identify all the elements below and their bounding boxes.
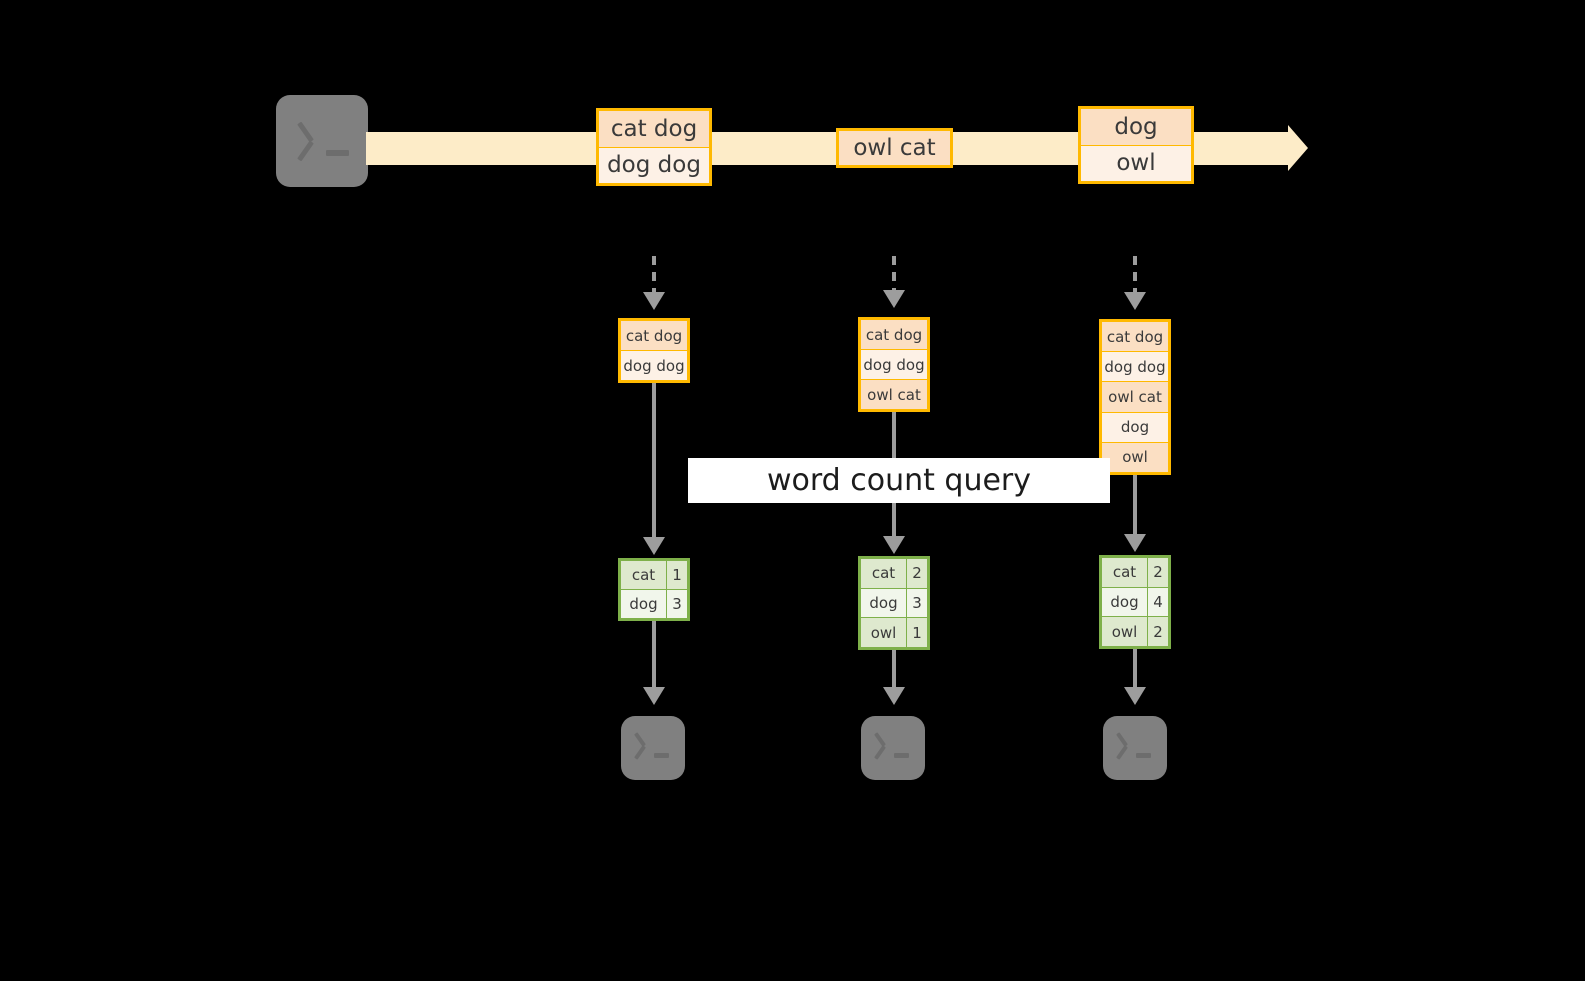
result-count: 1 [907,618,927,648]
stage-1-to-result-connector [652,383,656,543]
result-count: 4 [1148,587,1168,617]
buffer-record: owl [1102,441,1168,473]
buffer-record: owl cat [1102,381,1168,412]
result-word: cat [1102,558,1148,587]
terminal-prompt-glyph [861,716,925,780]
stage-3-input-dashed-arrow-icon [1133,256,1137,294]
stream-record-group-3: dog owl [1078,106,1194,184]
result-row: owl 2 [1102,616,1168,647]
source-terminal-icon [267,86,377,196]
result-word: owl [861,618,907,648]
stage-3-result-table: cat 2 dog 4 owl 2 [1099,555,1171,649]
result-word: owl [1102,617,1148,647]
stage-2-buffer: cat dog dog dog owl cat [858,317,930,412]
stage-2-sink-terminal-icon [852,707,934,789]
stage-1-buffer: cat dog dog dog [618,318,690,383]
stage-2-to-sink-connector [892,650,896,694]
buffer-record: cat dog [621,321,687,350]
stage-2-to-sink-arrowhead-icon [883,687,905,705]
stream-record: dog [1081,109,1191,145]
stream-record-group-2: owl cat [836,128,953,168]
result-word: cat [621,561,667,589]
stage-1-result-table: cat 1 dog 3 [618,558,690,621]
result-row: cat 1 [621,561,687,589]
result-word: cat [861,559,907,588]
result-row: cat 2 [1102,558,1168,587]
result-count: 3 [907,588,927,618]
stage-3-to-result-connector [1133,475,1137,543]
stage-3-sink-terminal-icon [1094,707,1176,789]
stage-1-sink-terminal-icon [612,707,694,789]
result-row: dog 3 [621,589,687,618]
stream-record: owl cat [839,131,950,165]
result-count: 3 [667,590,687,618]
buffer-record: cat dog [861,320,927,349]
terminal-prompt-glyph [1103,716,1167,780]
result-row: cat 2 [861,559,927,588]
result-count: 1 [667,561,687,589]
stage-2-input-dashed-arrow-icon [892,256,896,294]
result-word: dog [621,590,667,618]
buffer-record: dog dog [621,350,687,380]
stage-3-to-sink-arrowhead-icon [1124,687,1146,705]
stream-record: dog dog [599,146,709,183]
stage-3-to-result-arrowhead-icon [1124,534,1146,552]
stage-2-result-table: cat 2 dog 3 owl 1 [858,556,930,650]
stream-record: cat dog [599,111,709,147]
stage-3-input-arrowhead-icon [1124,292,1146,310]
buffer-record: dog [1102,411,1168,442]
stage-2-input-arrowhead-icon [883,290,905,308]
buffer-record: dog dog [1102,351,1168,382]
buffer-record: owl cat [861,379,927,409]
query-label: word count query [766,463,1032,498]
result-count: 2 [1148,617,1168,647]
result-row: owl 1 [861,617,927,648]
stage-1-to-sink-connector [652,621,656,693]
stage-1-input-dashed-arrow-icon [652,256,656,294]
stream-record-group-1: cat dog dog dog [596,108,712,186]
stage-1-to-result-arrowhead-icon [643,537,665,555]
terminal-prompt-glyph [621,716,685,780]
buffer-record: dog dog [861,349,927,379]
result-count: 2 [907,559,927,588]
stage-3-to-sink-connector [1133,649,1137,694]
stage-1-input-arrowhead-icon [643,292,665,310]
stage-1-to-sink-arrowhead-icon [643,687,665,705]
stage-2-to-result-arrowhead-icon [883,536,905,554]
result-row: dog 3 [861,587,927,618]
terminal-prompt-glyph [276,95,368,187]
stage-3-buffer: cat dog dog dog owl cat dog owl [1099,319,1171,475]
result-word: dog [861,588,907,618]
buffer-record: cat dog [1102,322,1168,352]
result-row: dog 4 [1102,586,1168,617]
result-count: 2 [1148,558,1168,587]
stream-record: owl [1081,144,1191,181]
stream-arrow-head-icon [1288,125,1308,171]
query-label-band: word count query [688,458,1110,503]
result-word: dog [1102,587,1148,617]
